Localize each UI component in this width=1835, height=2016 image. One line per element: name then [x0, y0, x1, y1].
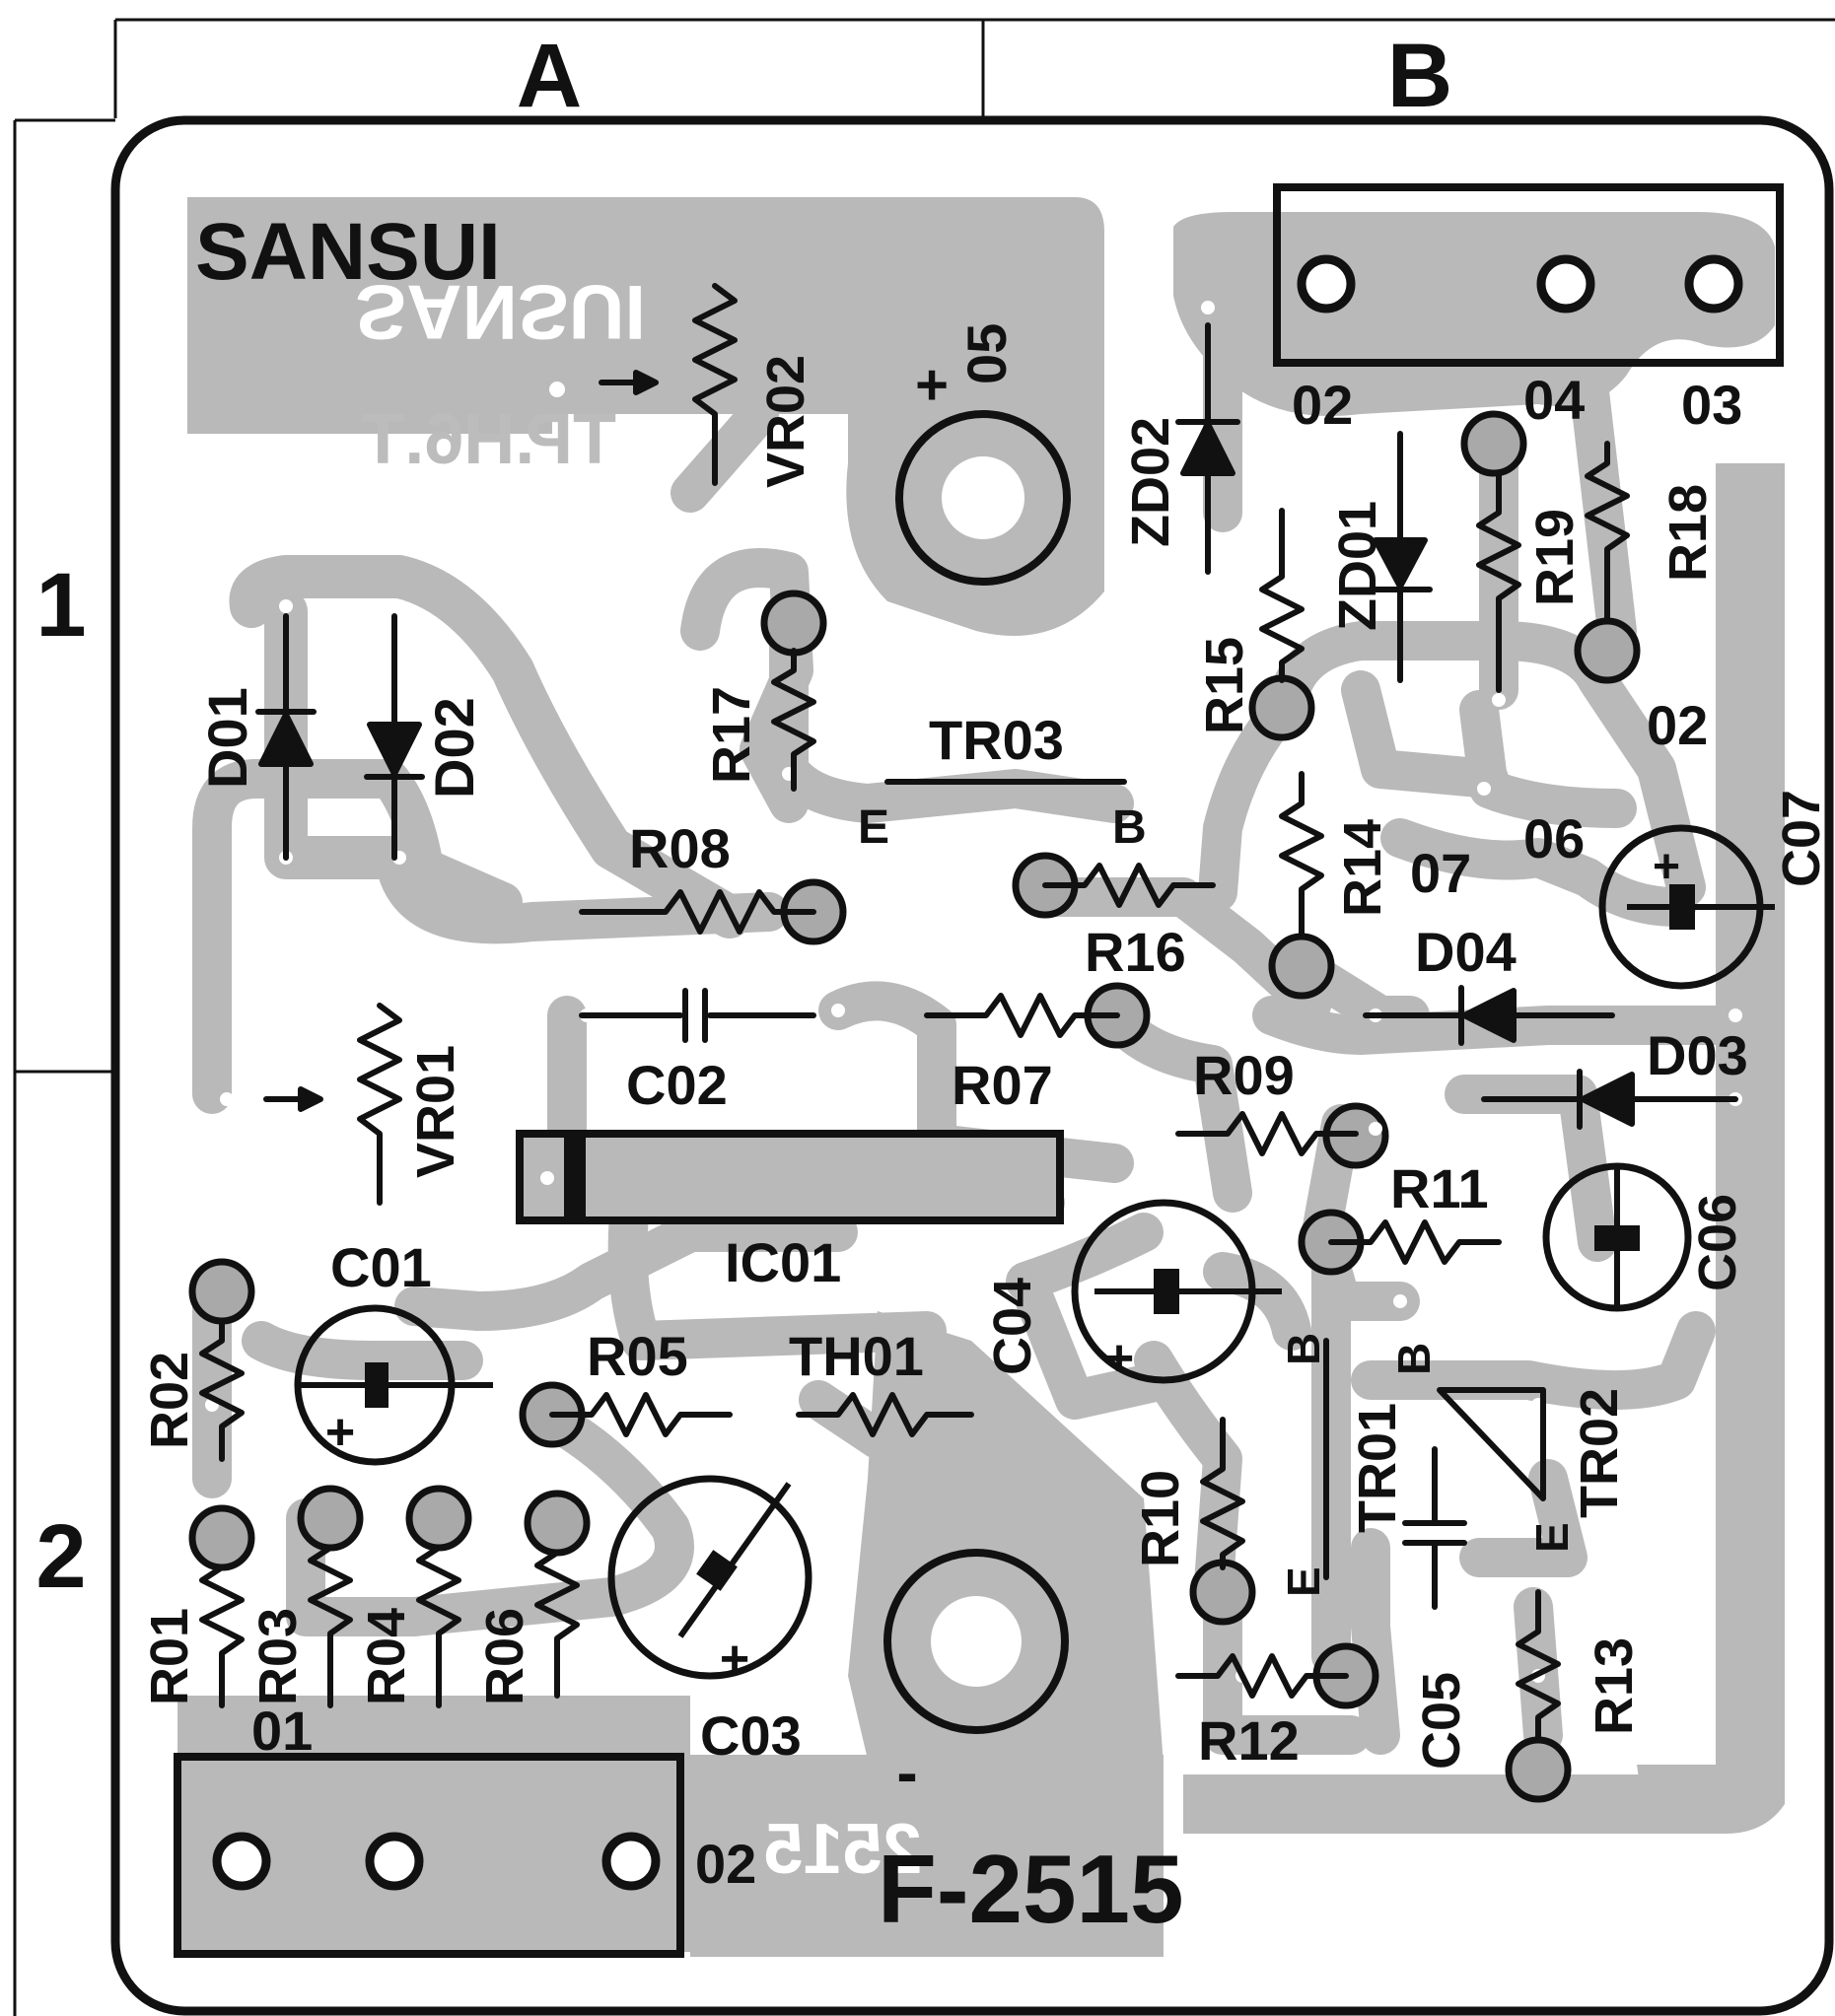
- label-r03: R03: [248, 1608, 308, 1705]
- pin-e-tr03: E: [858, 801, 889, 854]
- label-r10: R10: [1131, 1470, 1190, 1567]
- label-r15: R15: [1195, 637, 1254, 734]
- label-c02: C02: [626, 1054, 728, 1116]
- label-d04: D04: [1415, 921, 1517, 983]
- label-d03: D03: [1647, 1024, 1748, 1086]
- grid-row-1: 1: [35, 555, 86, 656]
- connector-top-right: [1273, 183, 1784, 367]
- pin-e-tr01: E: [1278, 1566, 1329, 1597]
- label-r14: R14: [1333, 819, 1392, 917]
- label-c07: C07: [1772, 790, 1831, 887]
- svg-text:+: +: [720, 1631, 749, 1688]
- board-brand-mirrored: SANSUI: [355, 269, 646, 356]
- pin-b-tr03: B: [1112, 801, 1147, 854]
- solder-pads: [188, 410, 1641, 1803]
- svg-text:+: +: [915, 353, 949, 417]
- terminal-labels: 02 04 03 01 02 05 02 06 07: [251, 323, 1742, 1895]
- svg-text:+: +: [1653, 841, 1680, 893]
- pin-b-tr01: B: [1278, 1333, 1329, 1365]
- board-brand: SANSUI: [195, 207, 501, 297]
- grid-column-b: B: [1387, 26, 1452, 126]
- label-r11: R11: [1390, 1157, 1489, 1219]
- board-part-number-mirrored: 2515: [764, 1810, 922, 1889]
- label-vr02: VR02: [756, 355, 815, 488]
- label-c04: C04: [983, 1278, 1042, 1375]
- terminal-04-top: 04: [1523, 369, 1585, 431]
- polarity-signs: + + + + + -: [325, 353, 1680, 1808]
- label-r12: R12: [1198, 1709, 1300, 1772]
- label-r07: R07: [952, 1054, 1053, 1116]
- label-r02: R02: [140, 1352, 199, 1449]
- label-tr02: TR02: [1570, 1388, 1629, 1518]
- label-c06: C06: [1688, 1194, 1747, 1291]
- label-zd01: ZD01: [1328, 501, 1387, 631]
- label-d01: D01: [196, 687, 258, 789]
- terminal-02-bottom: 02: [695, 1833, 756, 1895]
- grid-frame: [13, 18, 1835, 2016]
- terminal-02-mid: 02: [1647, 694, 1708, 756]
- label-r13: R13: [1585, 1637, 1644, 1735]
- terminal-07: 07: [1410, 842, 1471, 904]
- label-vr01: VR01: [406, 1045, 465, 1178]
- label-r17: R17: [702, 686, 761, 784]
- terminal-06: 06: [1523, 807, 1585, 869]
- terminal-03-top: 03: [1681, 374, 1742, 436]
- label-r04: R04: [357, 1608, 416, 1705]
- grid-column-a: A: [517, 26, 582, 126]
- terminal-02-top: 02: [1292, 374, 1353, 436]
- label-tr03: TR03: [929, 709, 1064, 771]
- component-symbols: [199, 283, 1738, 1743]
- electrolytic-capacitors: [294, 824, 1775, 1680]
- grid-row-2: 2: [35, 1506, 86, 1607]
- label-r06: R06: [475, 1608, 534, 1705]
- pin-e-tr02: E: [1526, 1522, 1578, 1553]
- terminal-pads: [212, 254, 1743, 1891]
- label-ic01: IC01: [725, 1231, 841, 1293]
- label-tr01: TR01: [1348, 1403, 1407, 1533]
- label-r09: R09: [1193, 1044, 1295, 1106]
- label-r01: R01: [140, 1608, 199, 1705]
- label-c05: C05: [1412, 1672, 1471, 1770]
- connector-bottom-left: [174, 1753, 684, 1958]
- label-th01: TH01: [789, 1325, 924, 1387]
- label-r08: R08: [629, 817, 731, 879]
- label-zd02: ZD02: [1121, 417, 1180, 547]
- svg-text:+: +: [325, 1404, 355, 1461]
- label-c01: C01: [330, 1236, 432, 1298]
- terminal-05: 05: [955, 323, 1018, 384]
- board-model-mirrored: TP.H6.T: [361, 400, 616, 479]
- label-c03: C03: [700, 1704, 802, 1767]
- svg-text:-: -: [896, 1737, 917, 1808]
- label-r19: R19: [1525, 509, 1585, 606]
- component-labels: D01 D02 D03 D04 ZD01 ZD02 R01 R02 R03 R0…: [140, 355, 1831, 1772]
- label-r05: R05: [587, 1325, 688, 1387]
- ic01-package: [516, 1130, 1064, 1224]
- board-part-number: F-2515: [878, 1835, 1184, 1943]
- label-d02: D02: [423, 697, 485, 799]
- svg-text:+: +: [1104, 1330, 1134, 1387]
- pin-b-tr02: B: [1388, 1343, 1440, 1375]
- label-r18: R18: [1659, 484, 1718, 582]
- label-r16: R16: [1085, 921, 1186, 983]
- terminal-01-bottom: 01: [251, 1700, 313, 1762]
